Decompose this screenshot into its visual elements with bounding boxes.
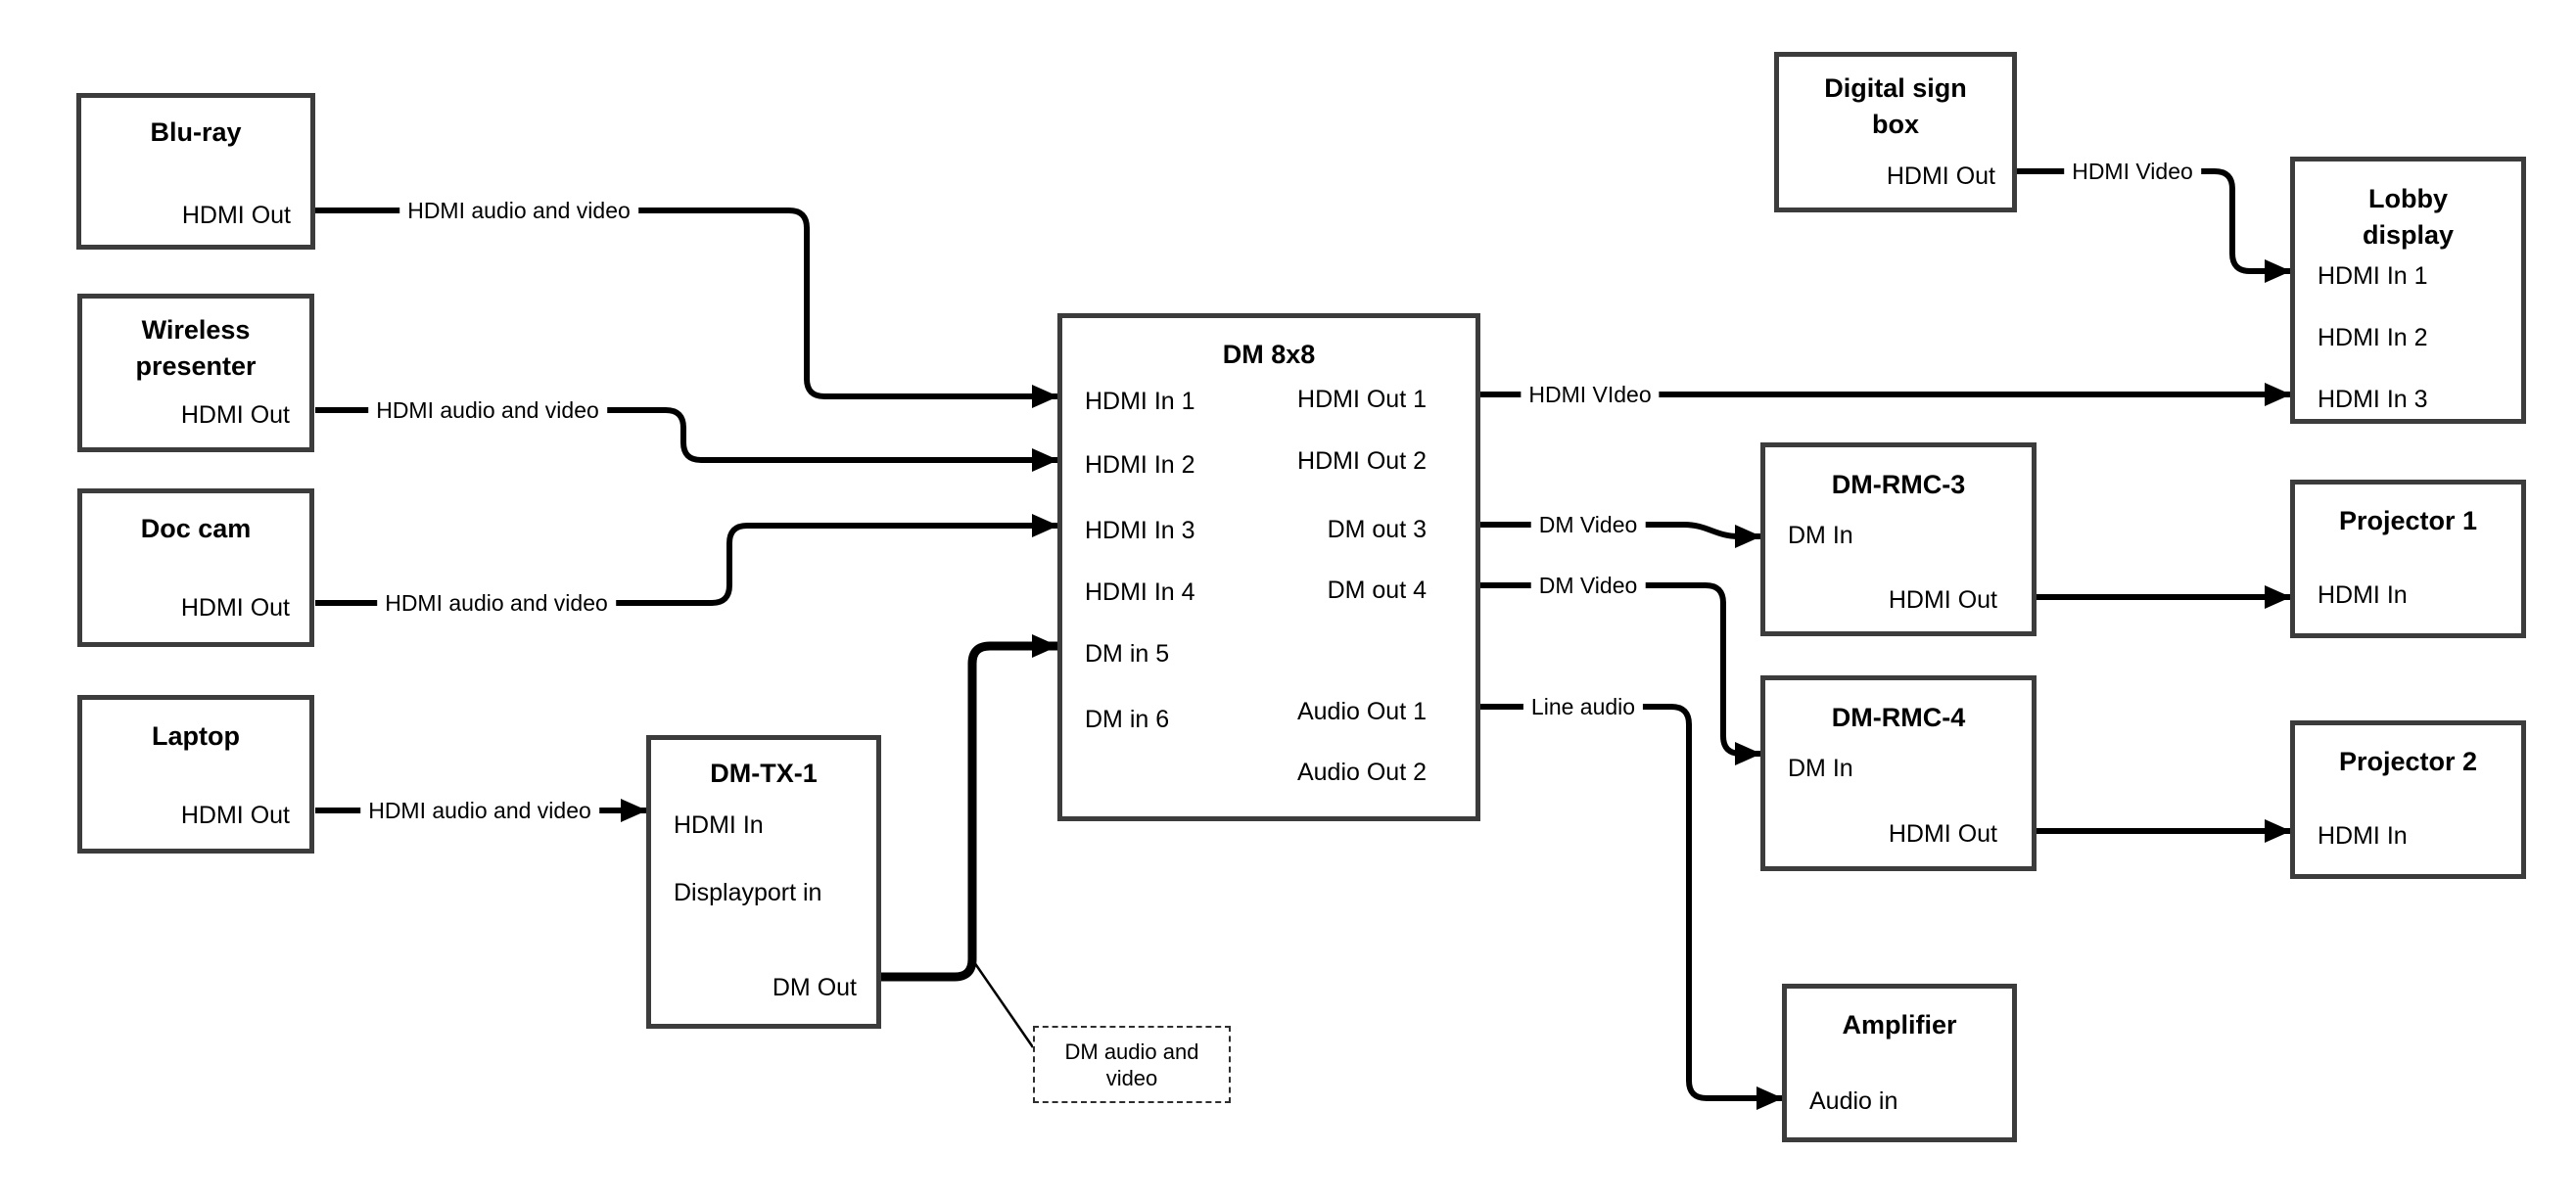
port-dm-in: DM In — [1788, 522, 1853, 549]
port-dm-in: DM In — [1788, 755, 1853, 782]
node-title: DM-TX-1 — [710, 759, 818, 788]
node-title: Digital sign box — [1824, 73, 1967, 139]
connector-doccam-to-dm8x8-in3 — [315, 514, 1058, 606]
port-hdmi-out: HDMI Out — [1888, 586, 1997, 614]
connector-bluray-to-dm8x8-in1 — [315, 208, 1058, 408]
node-title: Projector 2 — [2338, 747, 2478, 776]
node-title: Laptop — [152, 721, 240, 751]
port-dm-out-3: DM out 3 — [1327, 516, 1427, 543]
port-hdmi-in: HDMI In — [674, 811, 764, 839]
connection-label-hdmi-video-out1: HDMI VIdeo — [1521, 380, 1660, 409]
connection-label-hdmi-av-laptop: HDMI audio and video — [360, 796, 599, 825]
node-wireless-presenter: Wireless presenter HDMI Out — [77, 294, 314, 452]
port-dm-out: DM Out — [772, 974, 857, 1001]
node-title: Amplifier — [1842, 1010, 1957, 1039]
node-laptop: Laptop HDMI Out — [77, 695, 314, 854]
port-dm-in-6: DM in 6 — [1085, 706, 1170, 733]
port-hdmi-out: HDMI Out — [180, 594, 290, 622]
node-projector-1: Projector 1 HDMI In — [2290, 480, 2526, 638]
port-audio-out-1: Audio Out 1 — [1296, 698, 1427, 725]
node-dm-8x8-switcher: DM 8x8 HDMI In 1 HDMI In 2 HDMI In 3 HDM… — [1057, 313, 1480, 821]
callout-leader-line — [972, 961, 1035, 1048]
connection-label-dm-video-out3: DM Video — [1530, 510, 1646, 539]
port-hdmi-out-2: HDMI Out 2 — [1297, 447, 1427, 475]
port-hdmi-out: HDMI Out — [180, 802, 290, 829]
node-title: Doc cam — [140, 514, 252, 543]
port-hdmi-in: HDMI In — [2318, 822, 2408, 850]
connection-label-dm-video-out4: DM Video — [1530, 571, 1646, 600]
node-doc-cam: Doc cam HDMI Out — [77, 488, 314, 647]
port-hdmi-in: HDMI In — [2318, 581, 2408, 609]
connector-dm8x8-out3-to-dmrmc3 — [1480, 522, 1761, 548]
connection-label-hdmi-av-bluray: HDMI audio and video — [399, 196, 638, 225]
connection-label-line-audio: Line audio — [1522, 692, 1644, 721]
node-title: DM 8x8 — [1222, 340, 1316, 369]
node-amplifier: Amplifier Audio in — [1782, 984, 2017, 1142]
node-dm-tx-1: DM-TX-1 HDMI In Displayport in DM Out — [646, 735, 881, 1029]
callout-dm-audio-and-video: DM audio and video — [1033, 1026, 1231, 1103]
port-hdmi-out-1: HDMI Out 1 — [1297, 386, 1427, 413]
connector-digitalsign-to-lobby-in1 — [2017, 168, 2291, 283]
port-dm-out-4: DM out 4 — [1327, 577, 1427, 604]
node-digital-sign-box: Digital sign box HDMI Out — [1774, 52, 2017, 212]
node-dm-rmc-3: DM-RMC-3 DM In HDMI Out — [1760, 442, 2037, 636]
port-hdmi-in-2: HDMI In 2 — [1085, 451, 1195, 479]
port-hdmi-out: HDMI Out — [180, 401, 290, 429]
port-hdmi-in-4: HDMI In 4 — [1085, 578, 1195, 606]
connection-label-hdmi-video-sign: HDMI Video — [2064, 157, 2201, 186]
node-blu-ray: Blu-ray HDMI Out — [76, 93, 315, 250]
port-hdmi-in-3: HDMI In 3 — [1085, 517, 1195, 544]
node-projector-2: Projector 2 HDMI In — [2290, 720, 2526, 879]
port-audio-out-2: Audio Out 2 — [1296, 759, 1427, 786]
node-title: Projector 1 — [2338, 506, 2478, 535]
node-title: DM-RMC-4 — [1831, 703, 1966, 732]
node-title: Lobby display — [2362, 184, 2455, 250]
port-hdmi-out: HDMI Out — [1886, 162, 1995, 190]
connector-dm8x8-out4-to-dmrmc4 — [1480, 582, 1761, 765]
port-hdmi-in-1: HDMI In 1 — [1085, 388, 1195, 415]
node-dm-rmc-4: DM-RMC-4 DM In HDMI Out — [1760, 675, 2037, 871]
port-audio-in: Audio in — [1809, 1087, 1898, 1115]
connection-label-hdmi-av-doccam: HDMI audio and video — [377, 588, 616, 618]
port-hdmi-out: HDMI Out — [181, 202, 291, 229]
port-hdmi-out: HDMI Out — [1888, 820, 1997, 848]
port-hdmi-in-1: HDMI In 1 — [2318, 262, 2428, 290]
connector-dm8x8-audio1-to-amplifier — [1480, 704, 1783, 1110]
node-title: Blu-ray — [150, 117, 242, 147]
node-title: DM-RMC-3 — [1831, 470, 1966, 499]
port-dm-in-5: DM in 5 — [1085, 640, 1170, 668]
connector-wireless-to-dm8x8-in2 — [315, 407, 1058, 472]
port-displayport-in: Displayport in — [674, 879, 822, 906]
node-title: Wireless presenter — [135, 315, 257, 381]
port-hdmi-in-3: HDMI In 3 — [2318, 386, 2428, 413]
node-lobby-display: Lobby display HDMI In 1 HDMI In 2 HDMI I… — [2290, 157, 2526, 424]
connection-label-hdmi-av-wireless: HDMI audio and video — [368, 395, 607, 425]
connector-dmtx1-to-dm8x8-in5 — [881, 634, 1058, 982]
port-hdmi-in-2: HDMI In 2 — [2318, 324, 2428, 351]
